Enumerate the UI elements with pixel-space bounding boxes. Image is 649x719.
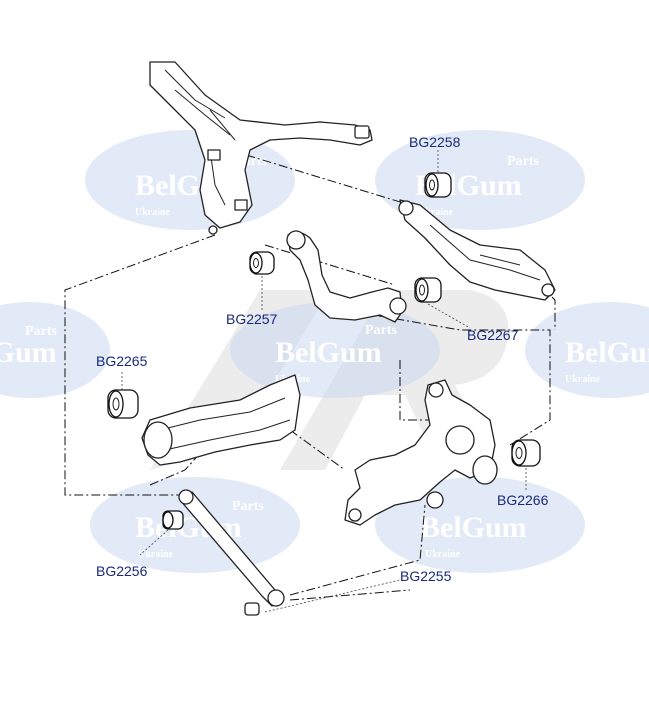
wheel-carrier — [344, 379, 498, 526]
svg-text:Parts: Parts — [25, 324, 57, 339]
trailing-arm — [141, 374, 301, 466]
svg-text:BelGum: BelGum — [0, 336, 57, 369]
bushing-bg2256[interactable] — [162, 510, 184, 530]
svg-text:Ukraine: Ukraine — [138, 549, 174, 560]
watermark-oval-top-left: Parts BelGum Ukraine — [85, 130, 295, 230]
rear-subframe — [149, 61, 373, 235]
callout-bg2265[interactable]: BG2265 — [96, 353, 148, 369]
assembly-guide-lines — [64, 149, 556, 601]
watermark-oval-bottom-left: Parts BelGum Ukraine — [90, 477, 300, 573]
lateral-link — [286, 230, 407, 323]
upper-control-arm — [398, 199, 556, 301]
watermark-oval-mid-right: BelGum Ukraine — [525, 302, 649, 398]
callout-bg2266[interactable]: BG2266 — [497, 492, 549, 508]
callout-bg2255[interactable]: BG2255 — [400, 568, 452, 584]
bushing-bg2257[interactable] — [249, 251, 275, 275]
callout-leaders — [121, 150, 527, 613]
bushing-bg2267[interactable] — [414, 277, 442, 303]
callout-bg2256[interactable]: BG2256 — [96, 563, 148, 579]
svg-text:Parts: Parts — [507, 154, 539, 169]
svg-text:Ukraine: Ukraine — [565, 374, 601, 385]
callout-labels: BG2258 BG2257 BG2267 BG2265 BG2266 BG225… — [96, 134, 549, 584]
svg-text:Ukraine: Ukraine — [135, 207, 171, 218]
svg-text:Parts: Parts — [232, 499, 264, 514]
callout-bg2267[interactable]: BG2267 — [467, 327, 519, 343]
svg-text:BelGum: BelGum — [565, 336, 649, 369]
callout-bg2257[interactable]: BG2257 — [226, 311, 278, 327]
svg-text:BelGum: BelGum — [275, 336, 382, 369]
toe-link — [178, 489, 285, 616]
callout-bg2258[interactable]: BG2258 — [409, 134, 461, 150]
svg-text:Ukraine: Ukraine — [425, 549, 461, 560]
bushing-bg2266[interactable] — [511, 439, 541, 467]
bushing-bg2265[interactable] — [107, 389, 139, 419]
watermark-oval-center: Parts BelGum Ukraine — [230, 302, 440, 398]
svg-text:Parts: Parts — [365, 323, 397, 338]
watermark-oval-mid-left: Parts BelGum — [0, 302, 110, 398]
svg-text:Ukraine: Ukraine — [418, 207, 454, 218]
svg-text:BelGum: BelGum — [420, 511, 527, 544]
bushing-bg2258[interactable] — [424, 172, 452, 198]
